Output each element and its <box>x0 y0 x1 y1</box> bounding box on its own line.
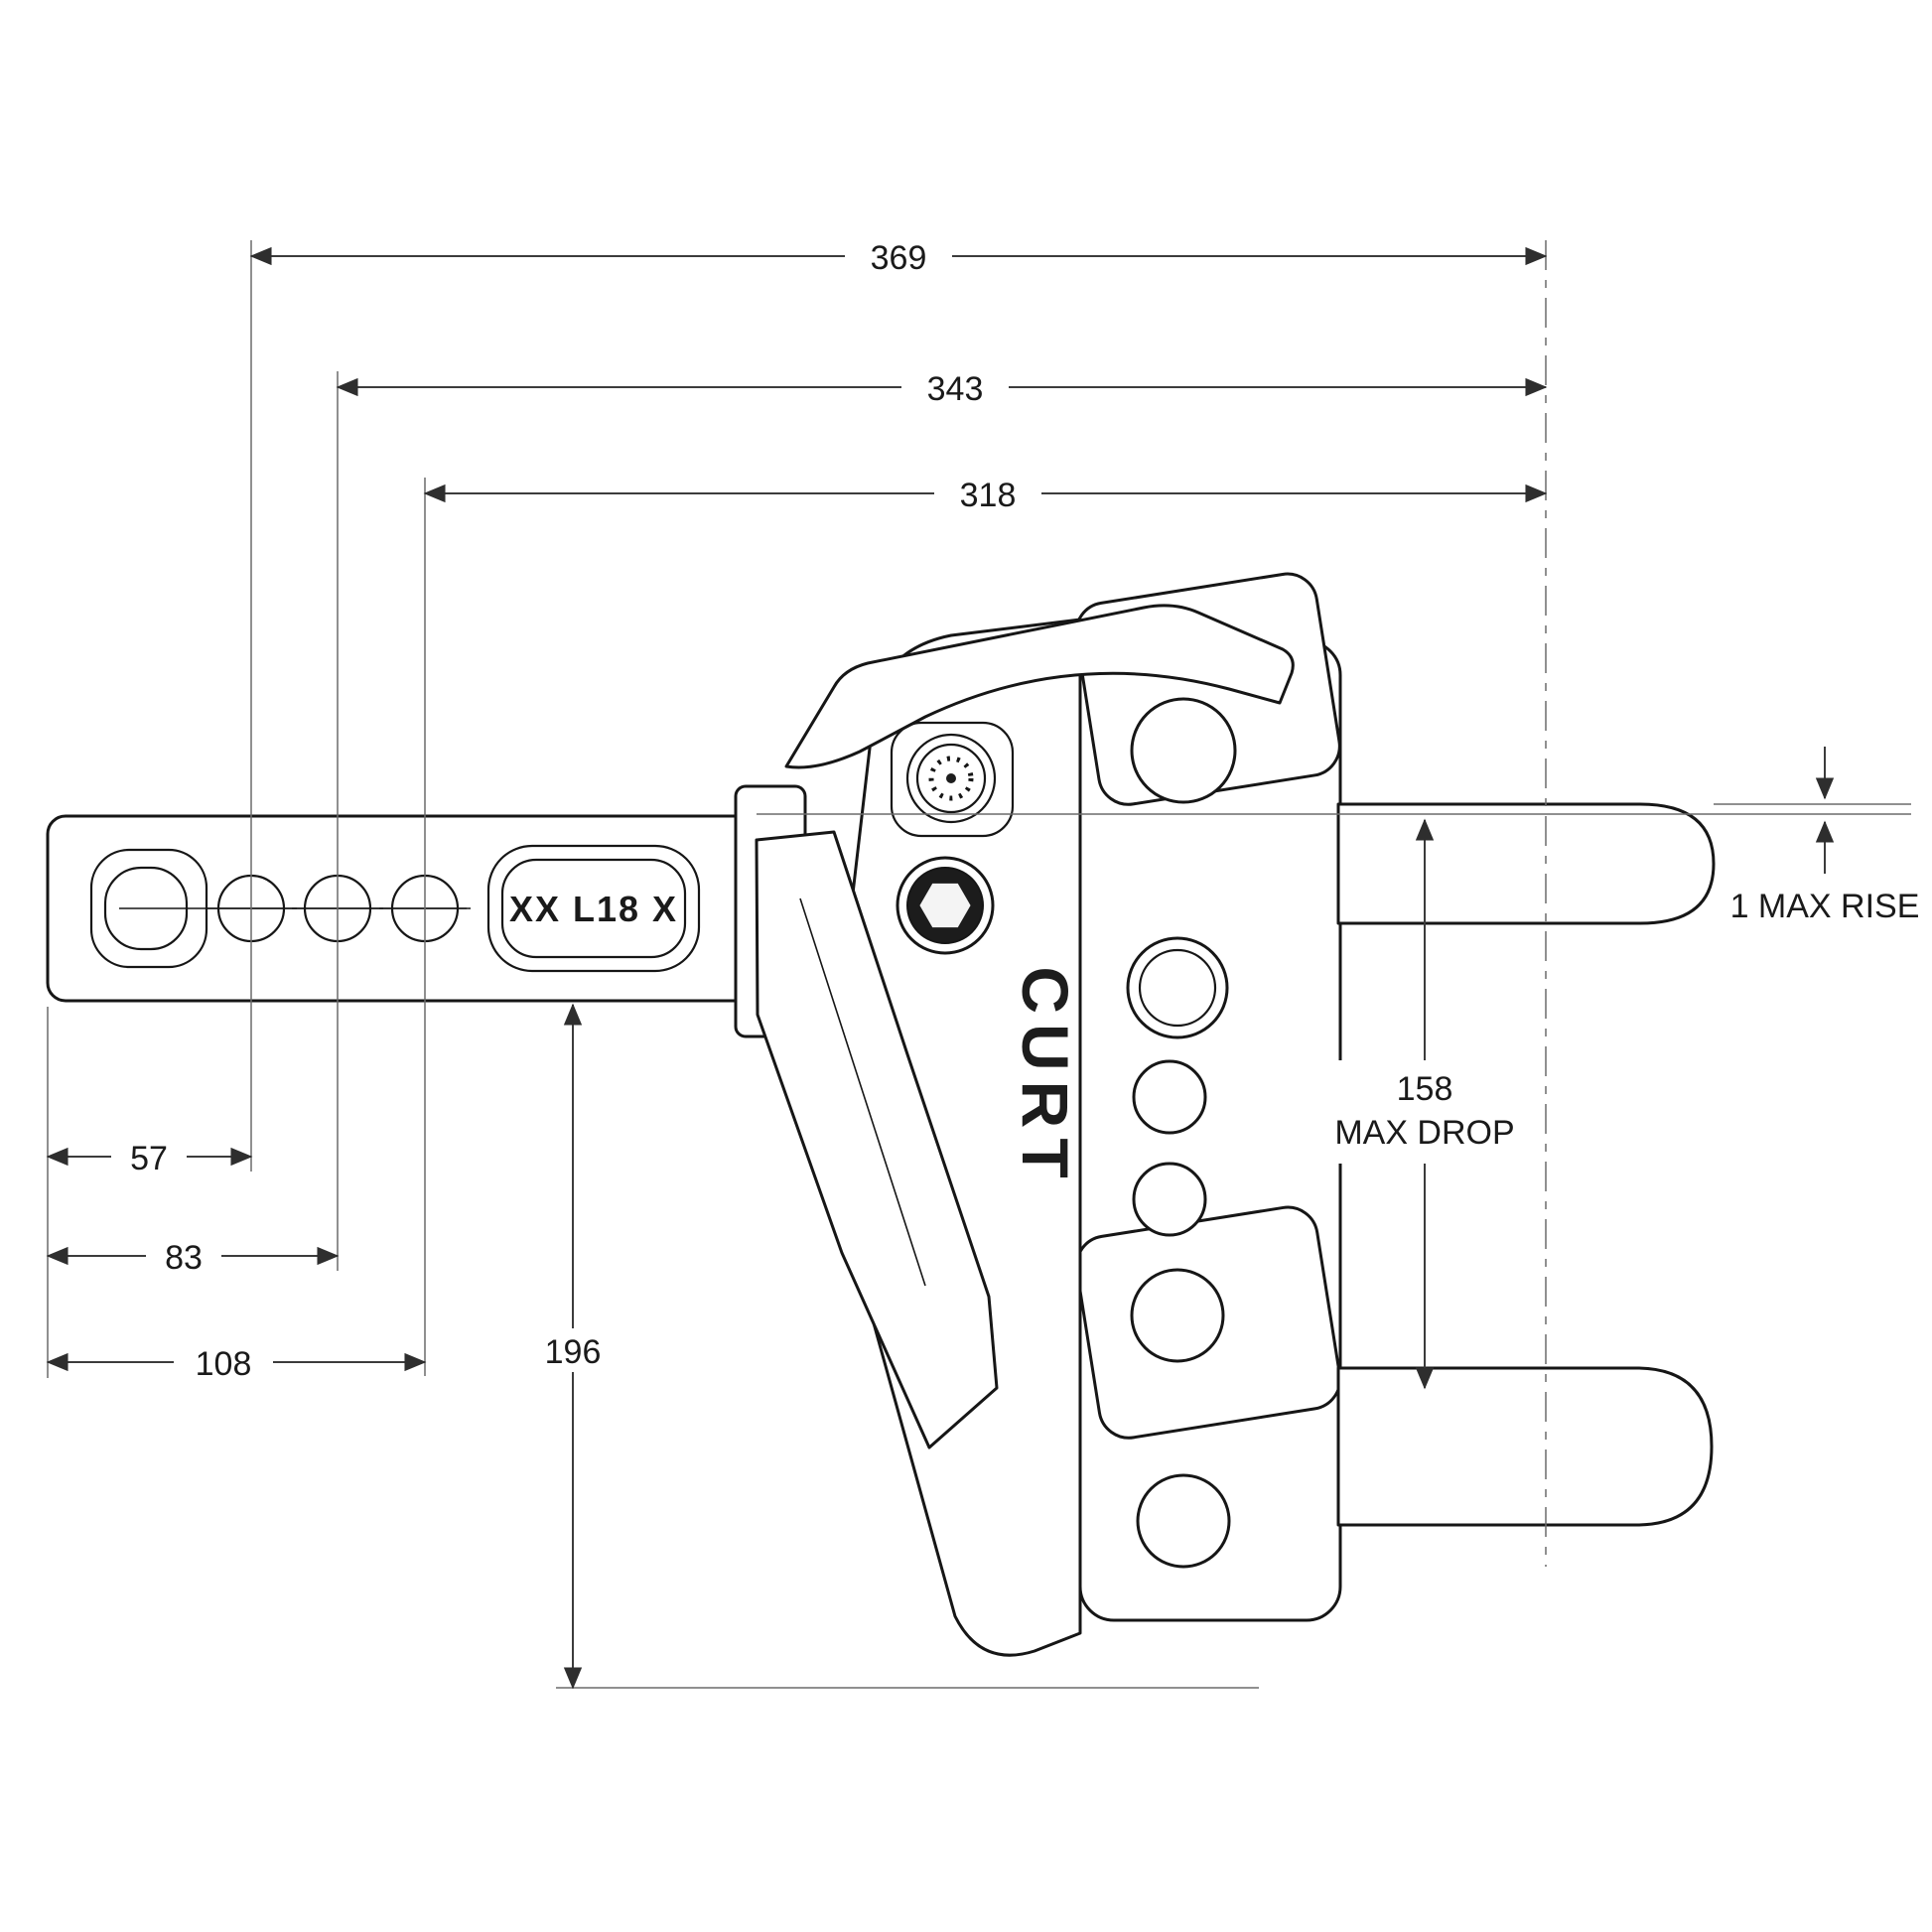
dimension-196-label-group: 196 <box>523 1328 622 1372</box>
dimension-158-max-drop-label-group: 158 MAX DROP <box>1327 1060 1522 1164</box>
stamp-plate-outer <box>486 844 701 973</box>
label-bg <box>111 1135 187 1178</box>
tension-dial <box>890 721 1015 838</box>
upper-receiver-arm <box>1336 802 1716 925</box>
plate-hole-2-outer <box>1126 936 1229 1039</box>
dimension-318-label-group: 318 <box>934 472 1041 515</box>
plate-hole-1 <box>1130 697 1237 804</box>
dimension-369-label: 369 <box>871 239 927 277</box>
dimension-108-label-group: 108 <box>174 1340 273 1384</box>
label-bg <box>523 1328 622 1372</box>
dimension-annotations: 369 343 318 57 83 108 196 158 MAX <box>46 234 1920 1690</box>
dial-boss <box>890 721 1015 838</box>
hitch-head: CURT <box>734 572 1716 1657</box>
shank-stamp-text: XX L18 X <box>509 889 678 929</box>
max-rise-label: 1 MAX RISE <box>1730 888 1920 925</box>
lower-receiver-arm <box>1336 1366 1714 1527</box>
brand-logo-text: CURT <box>1009 966 1082 1187</box>
dial-inner-ring <box>915 743 987 814</box>
plate-hole-3 <box>1132 1059 1207 1135</box>
plate-hole-2-inner <box>1138 948 1217 1028</box>
dimension-108-label: 108 <box>196 1345 252 1383</box>
dimension-83-label-group: 83 <box>146 1234 221 1278</box>
shank: XX L18 X <box>46 814 757 1003</box>
shank-slot-inner <box>103 866 189 951</box>
label-bg <box>845 234 952 278</box>
stamp-plate-inner <box>500 858 687 959</box>
label-bg <box>1327 1060 1522 1164</box>
head-top-cap <box>784 604 1295 769</box>
dimension-369-label-group: 369 <box>845 234 952 278</box>
sway-jaw-lever <box>755 830 999 1449</box>
bolt-hex-socket <box>916 881 974 930</box>
sway-jaw-detail-line <box>799 897 926 1287</box>
plate-hole-5 <box>1130 1268 1225 1363</box>
plate-hole-6 <box>1136 1473 1231 1569</box>
dimension-57-label: 57 <box>130 1140 168 1177</box>
dial-dot-ring <box>928 756 974 801</box>
dimension-158-label: 158 <box>1397 1070 1453 1108</box>
dial-outer-ring <box>905 733 997 824</box>
plate-hole-4 <box>1132 1162 1207 1237</box>
label-bg <box>174 1340 273 1384</box>
dimension-343-label: 343 <box>927 370 984 408</box>
dimension-57-label-group: 57 <box>111 1135 187 1178</box>
dial-center-dot <box>946 773 956 783</box>
dimension-318-label: 318 <box>960 477 1017 514</box>
hex-pivot-bolt <box>896 856 995 955</box>
label-bg <box>146 1234 221 1278</box>
dimension-196-label: 196 <box>545 1333 602 1371</box>
dimension-83-label: 83 <box>165 1239 203 1277</box>
label-bg <box>901 365 1009 409</box>
max-drop-label: MAX DROP <box>1334 1114 1514 1152</box>
dimension-343-label-group: 343 <box>901 365 1009 409</box>
label-bg <box>934 472 1041 515</box>
